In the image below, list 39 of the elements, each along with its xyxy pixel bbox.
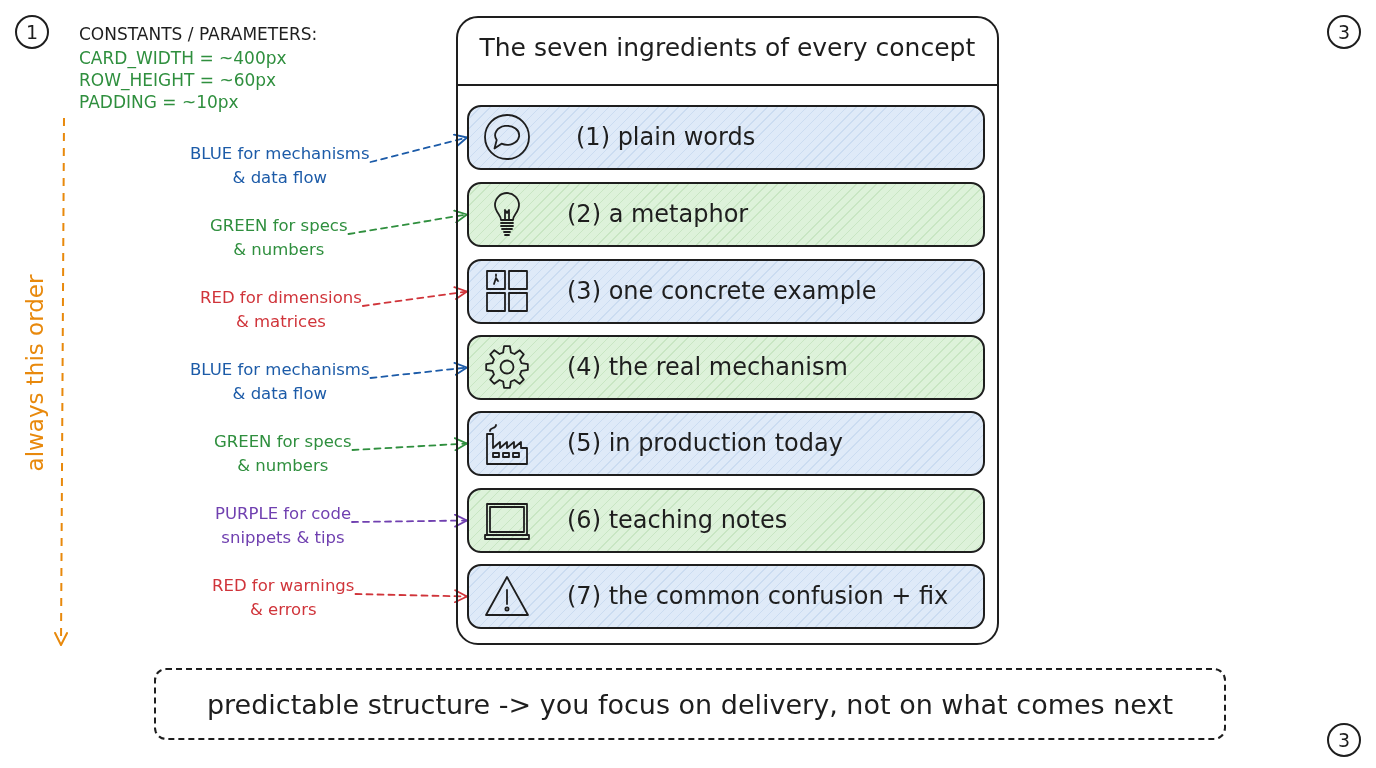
annotation-text: GREEN for specs & numbers xyxy=(210,214,348,262)
circled-number: 3 xyxy=(1327,15,1361,49)
row-label: (3) one concrete example xyxy=(567,276,877,306)
ingredient-row xyxy=(467,259,985,324)
row-label: (1) plain words xyxy=(576,122,756,152)
parameter-text: ROW_HEIGHT = ~60px xyxy=(79,69,277,91)
card-panel xyxy=(456,16,999,645)
row-label: (5) in production today xyxy=(567,428,843,458)
ingredient-row xyxy=(467,411,985,476)
annotation-text: GREEN for specs & numbers xyxy=(214,430,352,478)
dashed-arrow xyxy=(347,209,468,235)
row-label: (4) the real mechanism xyxy=(567,352,848,382)
annotation-text: RED for warnings & errors xyxy=(212,574,355,622)
dashed-arrow xyxy=(351,437,468,452)
order-label: always this order xyxy=(20,274,49,472)
parameter-text: CARD_WIDTH = ~400px xyxy=(79,47,287,69)
ingredient-row xyxy=(467,105,985,170)
row-label: (2) a metaphor xyxy=(567,199,749,229)
dashed-arrow xyxy=(354,589,468,604)
dashed-arrow xyxy=(361,286,468,307)
parameter-text: PADDING = ~10px xyxy=(79,91,239,113)
row-label: (6) teaching notes xyxy=(567,505,788,535)
annotation-text: RED for dimensions & matrices xyxy=(200,286,362,334)
ingredient-row xyxy=(467,564,985,629)
dashed-arrow xyxy=(351,513,468,528)
ingredient-row xyxy=(467,488,985,553)
card-title: The seven ingredients of every concept xyxy=(479,33,976,63)
ingredient-row xyxy=(467,182,985,247)
annotation-text: PURPLE for code snippets & tips xyxy=(215,502,352,550)
row-label: (7) the common confusion + fix xyxy=(567,581,949,611)
circled-number: 3 xyxy=(1327,723,1361,757)
ingredient-row xyxy=(467,335,985,400)
constants-heading: CONSTANTS / PARAMETERS: xyxy=(79,23,318,45)
dashed-arrow xyxy=(369,361,468,379)
annotation-text: BLUE for mechanisms & data flow xyxy=(190,358,370,406)
annotation-text: BLUE for mechanisms & data flow xyxy=(190,142,370,190)
dashed-arrow xyxy=(369,133,468,163)
circled-number: 1 xyxy=(15,15,49,49)
note-box: predictable structure -> you focus on delivery, not on what comes next xyxy=(154,668,1226,740)
